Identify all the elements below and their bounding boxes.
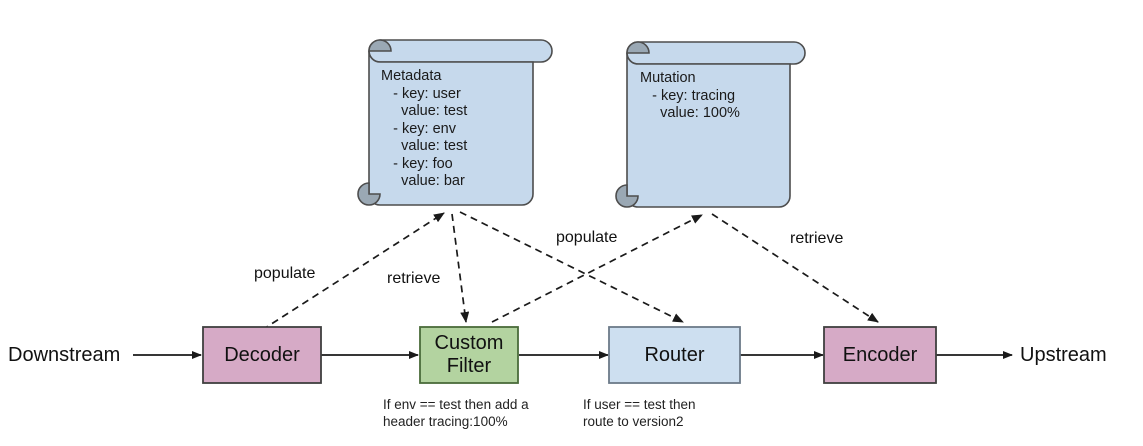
scroll-mutation[interactable] <box>615 41 806 208</box>
edge-mutation-to-encoder[interactable] <box>711 213 879 323</box>
edge-label-populate-right: populate <box>556 229 618 246</box>
node-custom-filter[interactable] <box>419 326 519 384</box>
note-router: If user == test then route to version2 <box>583 397 696 429</box>
scroll-metadata[interactable] <box>357 39 553 206</box>
edge-metadata-to-custom-filter[interactable] <box>451 213 470 323</box>
edge-label-populate-left: populate <box>254 265 316 282</box>
scroll-mutation-body <box>626 52 791 208</box>
scroll-metadata-body <box>368 50 534 206</box>
node-router[interactable] <box>608 326 741 384</box>
scroll-mutation-curl-knob-top <box>626 41 650 54</box>
scroll-mutation-curl-knob-bottom <box>615 184 639 208</box>
edge-custom-filter-to-mutation[interactable] <box>491 214 703 323</box>
endpoint-downstream-label: Downstream <box>8 344 121 366</box>
node-encoder[interactable] <box>823 326 937 384</box>
edge-decoder-to-metadata[interactable] <box>261 212 445 331</box>
scroll-metadata-curl-knob-bottom <box>357 182 381 206</box>
note-custom-filter: If env == test then add a header tracing… <box>383 397 529 429</box>
edge-label-retrieve-left: retrieve <box>387 270 441 287</box>
node-decoder[interactable] <box>202 326 322 384</box>
scroll-metadata-top-curl <box>368 39 553 63</box>
endpoint-upstream-label: Upstream <box>1020 344 1107 366</box>
scroll-metadata-curl-knob-top <box>368 39 392 52</box>
edge-metadata-to-router[interactable] <box>459 211 684 323</box>
scroll-mutation-top-curl <box>626 41 806 65</box>
edge-label-retrieve-right: retrieve <box>790 230 844 247</box>
